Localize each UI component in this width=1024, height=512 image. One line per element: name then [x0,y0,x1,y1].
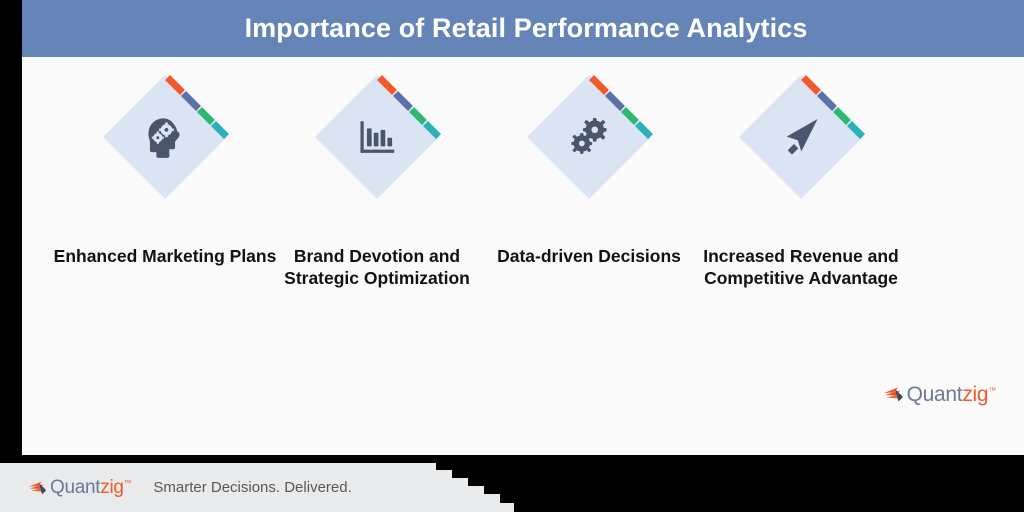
footer-edge-step-5 [500,503,514,512]
header-bar: Importance of Retail Performance Analyti… [22,0,1024,57]
brand-name-part2: zig [962,382,989,406]
item-label: Data-driven Decisions [497,246,681,266]
brand-name: Quantzig™ [50,477,132,498]
footer-edge-step-2 [452,478,468,512]
diamond-shape-2 [311,71,443,203]
diamond-shape-4 [735,71,867,203]
footer-tagline: Smarter Decisions. Delivered. [153,479,352,496]
footer-edge-step-1 [436,470,452,512]
footer-bar: Quantzig™ Smarter Decisions. Delivered. [0,463,436,512]
item-increased-revenue-competitive-advantage: Increased Revenue and Competitive Advant… [690,57,912,357]
footer-edge-step-3 [468,486,484,512]
quantzig-fan-mark-icon [883,387,903,401]
arrow-cursor-icon [735,71,867,203]
brand-logo-card: Quantzig™ [883,381,996,407]
item-brand-devotion-strategic-optimization: Brand Devotion and Strategic Optimizatio… [266,57,488,357]
items-row: Enhanced Marketing Plans [22,57,1024,357]
item-label: Brand Devotion and Strategic Optimizatio… [284,246,470,289]
diamond-shape-1 [99,71,231,203]
item-enhanced-marketing-plans: Enhanced Marketing Plans [54,57,276,357]
gears-icon [523,71,655,203]
bar-chart-icon [311,71,443,203]
head-with-gears-icon [99,71,231,203]
infographic-card: Importance of Retail Performance Analyti… [22,0,1024,455]
brand-trademark: ™ [988,385,996,395]
brand-name-part1: Quant [50,477,101,498]
page-title: Importance of Retail Performance Analyti… [244,13,808,43]
brand-name-part2: zig [100,477,124,498]
brand-trademark: ™ [123,478,132,488]
item-label: Increased Revenue and Competitive Advant… [703,246,899,289]
brand-name-part1: Quant [906,382,963,406]
item-label: Enhanced Marketing Plans [53,246,277,266]
item-data-driven-decisions: Data-driven Decisions [478,57,700,357]
diamond-shape-3 [523,71,655,203]
quantzig-fan-mark-icon [28,481,47,494]
brand-name: Quantzig™ [906,382,997,406]
footer-edge-step-4 [484,494,500,512]
brand-logo-footer: Quantzig™ [28,476,132,500]
